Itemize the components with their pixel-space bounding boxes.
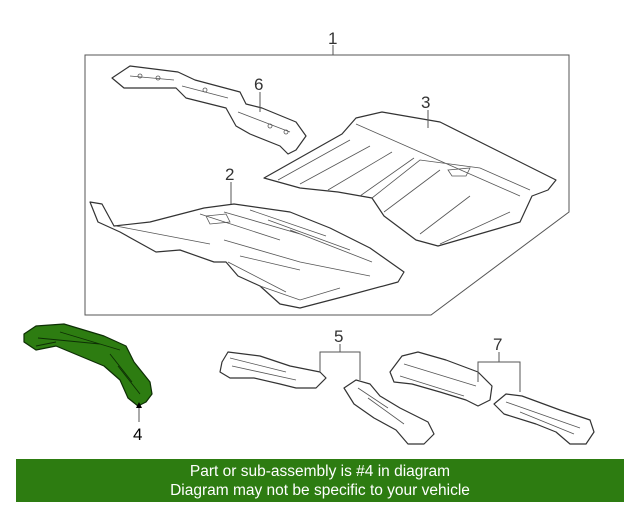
callout-5: 5 [334,327,343,346]
callout-7: 7 [493,335,502,354]
leader-5 [319,351,361,380]
part-4-crossmember-highlighted[interactable] [23,323,153,407]
part-5-left-reinforcement[interactable] [219,351,327,389]
part-6-crossmember[interactable] [111,65,307,155]
assembly-box-1 [84,54,570,316]
callout-6: 6 [254,75,263,94]
part-2-front-floor-pan[interactable] [89,201,405,309]
callout-2: 2 [225,165,234,184]
callout-4: 4 [133,425,142,444]
info-banner: Part or sub-assembly is #4 in diagram Di… [16,459,624,502]
callout-3: 3 [421,93,430,112]
part-5-right-reinforcement[interactable] [343,379,435,445]
callout-1: 1 [328,29,337,48]
banner-line-1: Part or sub-assembly is #4 in diagram [189,463,451,480]
leader-4-arrow [136,402,142,408]
part-7-right-brace[interactable] [493,393,595,445]
part-7-left-brace[interactable] [389,351,493,407]
banner-line-2: Diagram may not be specific to your vehi… [170,482,470,499]
part-3-rear-floor-pan[interactable] [263,111,557,247]
